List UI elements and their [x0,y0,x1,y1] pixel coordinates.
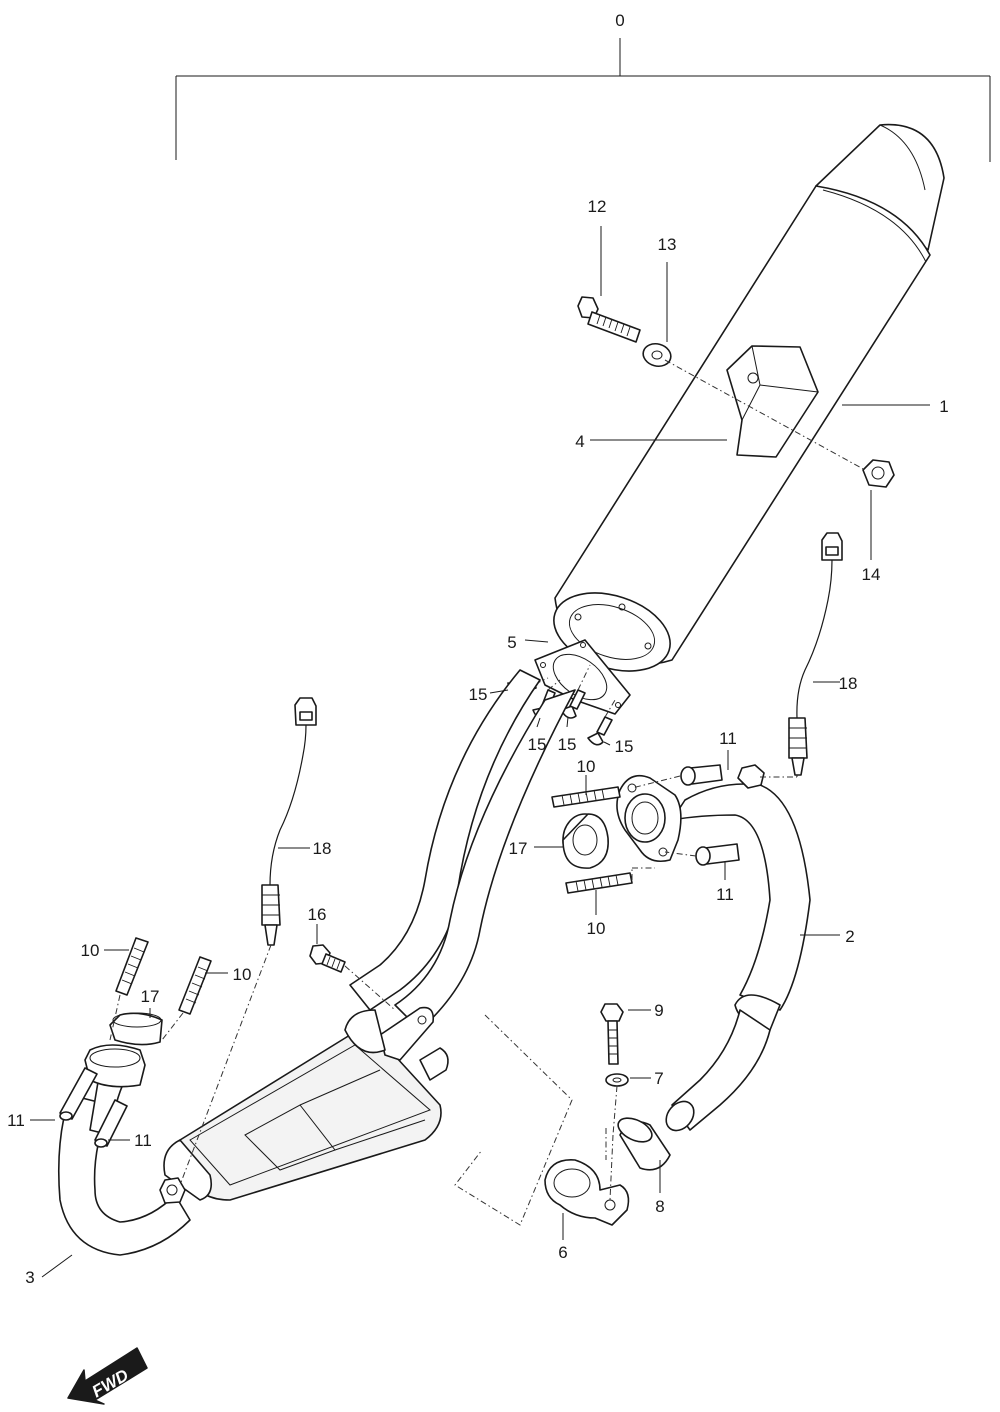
callout-9: 9 [654,1001,663,1020]
pin-11-left-b [94,1099,128,1148]
clamp-6 [544,1159,630,1226]
washer-13 [642,342,672,368]
stud-10-left-b [178,956,212,1015]
flange-gasket [534,639,631,715]
callout-10-left-a: 10 [81,941,100,960]
collar-17-right [562,813,609,869]
callout-1: 1 [939,397,948,416]
stud-10-right-a [551,786,621,808]
bolt-9 [600,1003,624,1065]
callout-15-b: 15 [528,735,547,754]
pin-11-right-b [695,843,740,866]
washer-7 [605,1073,629,1087]
front-header-pipe [57,669,576,1256]
rear-header-pipe [665,764,811,1132]
callout-17-right: 17 [509,839,528,858]
assembly-bracket [175,38,991,162]
callout-17-left: 17 [141,987,160,1006]
callout-11-left-a: 11 [7,1111,25,1130]
callout-11-left-b: 11 [134,1131,152,1150]
callout-10-right-a: 10 [577,757,596,776]
muffler-mount-bracket [726,345,819,458]
callout-8: 8 [655,1197,664,1216]
callout-18-left: 18 [313,839,332,858]
callout-14: 14 [862,565,881,584]
stud-10-right-b [565,872,633,894]
callout-5: 5 [507,633,516,652]
callout-numbers: 0 1 2 3 4 5 6 7 8 9 10 10 10 10 11 11 11… [7,11,949,1287]
forward-arrow-icon [67,1347,148,1405]
callout-15-a: 15 [469,685,488,704]
callout-2: 2 [845,927,854,946]
pin-11-left-a [59,1067,98,1121]
stud-10-left-a [115,937,149,996]
callout-16: 16 [308,905,327,924]
pin-11-right-a [680,764,723,786]
leader-lines [30,226,930,1278]
callout-10-left-b: 10 [233,965,252,984]
o2-sensor-18-right [788,532,843,776]
collar-17-left [109,1012,163,1046]
callout-13: 13 [658,235,677,254]
callout-3: 3 [25,1268,34,1287]
mount-bolt-12 [577,296,641,343]
callout-15-c: 15 [558,735,577,754]
callout-6: 6 [558,1243,567,1262]
callout-15-d: 15 [615,737,634,756]
rear-port-flange [616,774,682,863]
callout-7: 7 [654,1069,663,1088]
fwd-direction-badge: FWD [67,1347,148,1405]
clamp-sleeve-8 [617,1117,671,1171]
callout-4: 4 [575,432,584,451]
callout-0: 0 [615,11,624,30]
flange-nut-14 [862,459,895,488]
o2-sensor-18-left [261,697,317,946]
callout-18-right: 18 [839,674,858,693]
callout-11-right-b: 11 [716,885,734,904]
callout-11-right-a: 11 [719,729,737,748]
screw-15d [587,716,613,746]
callout-10-right-b: 10 [587,919,606,938]
callout-12: 12 [588,197,607,216]
bolt-16 [309,944,346,973]
